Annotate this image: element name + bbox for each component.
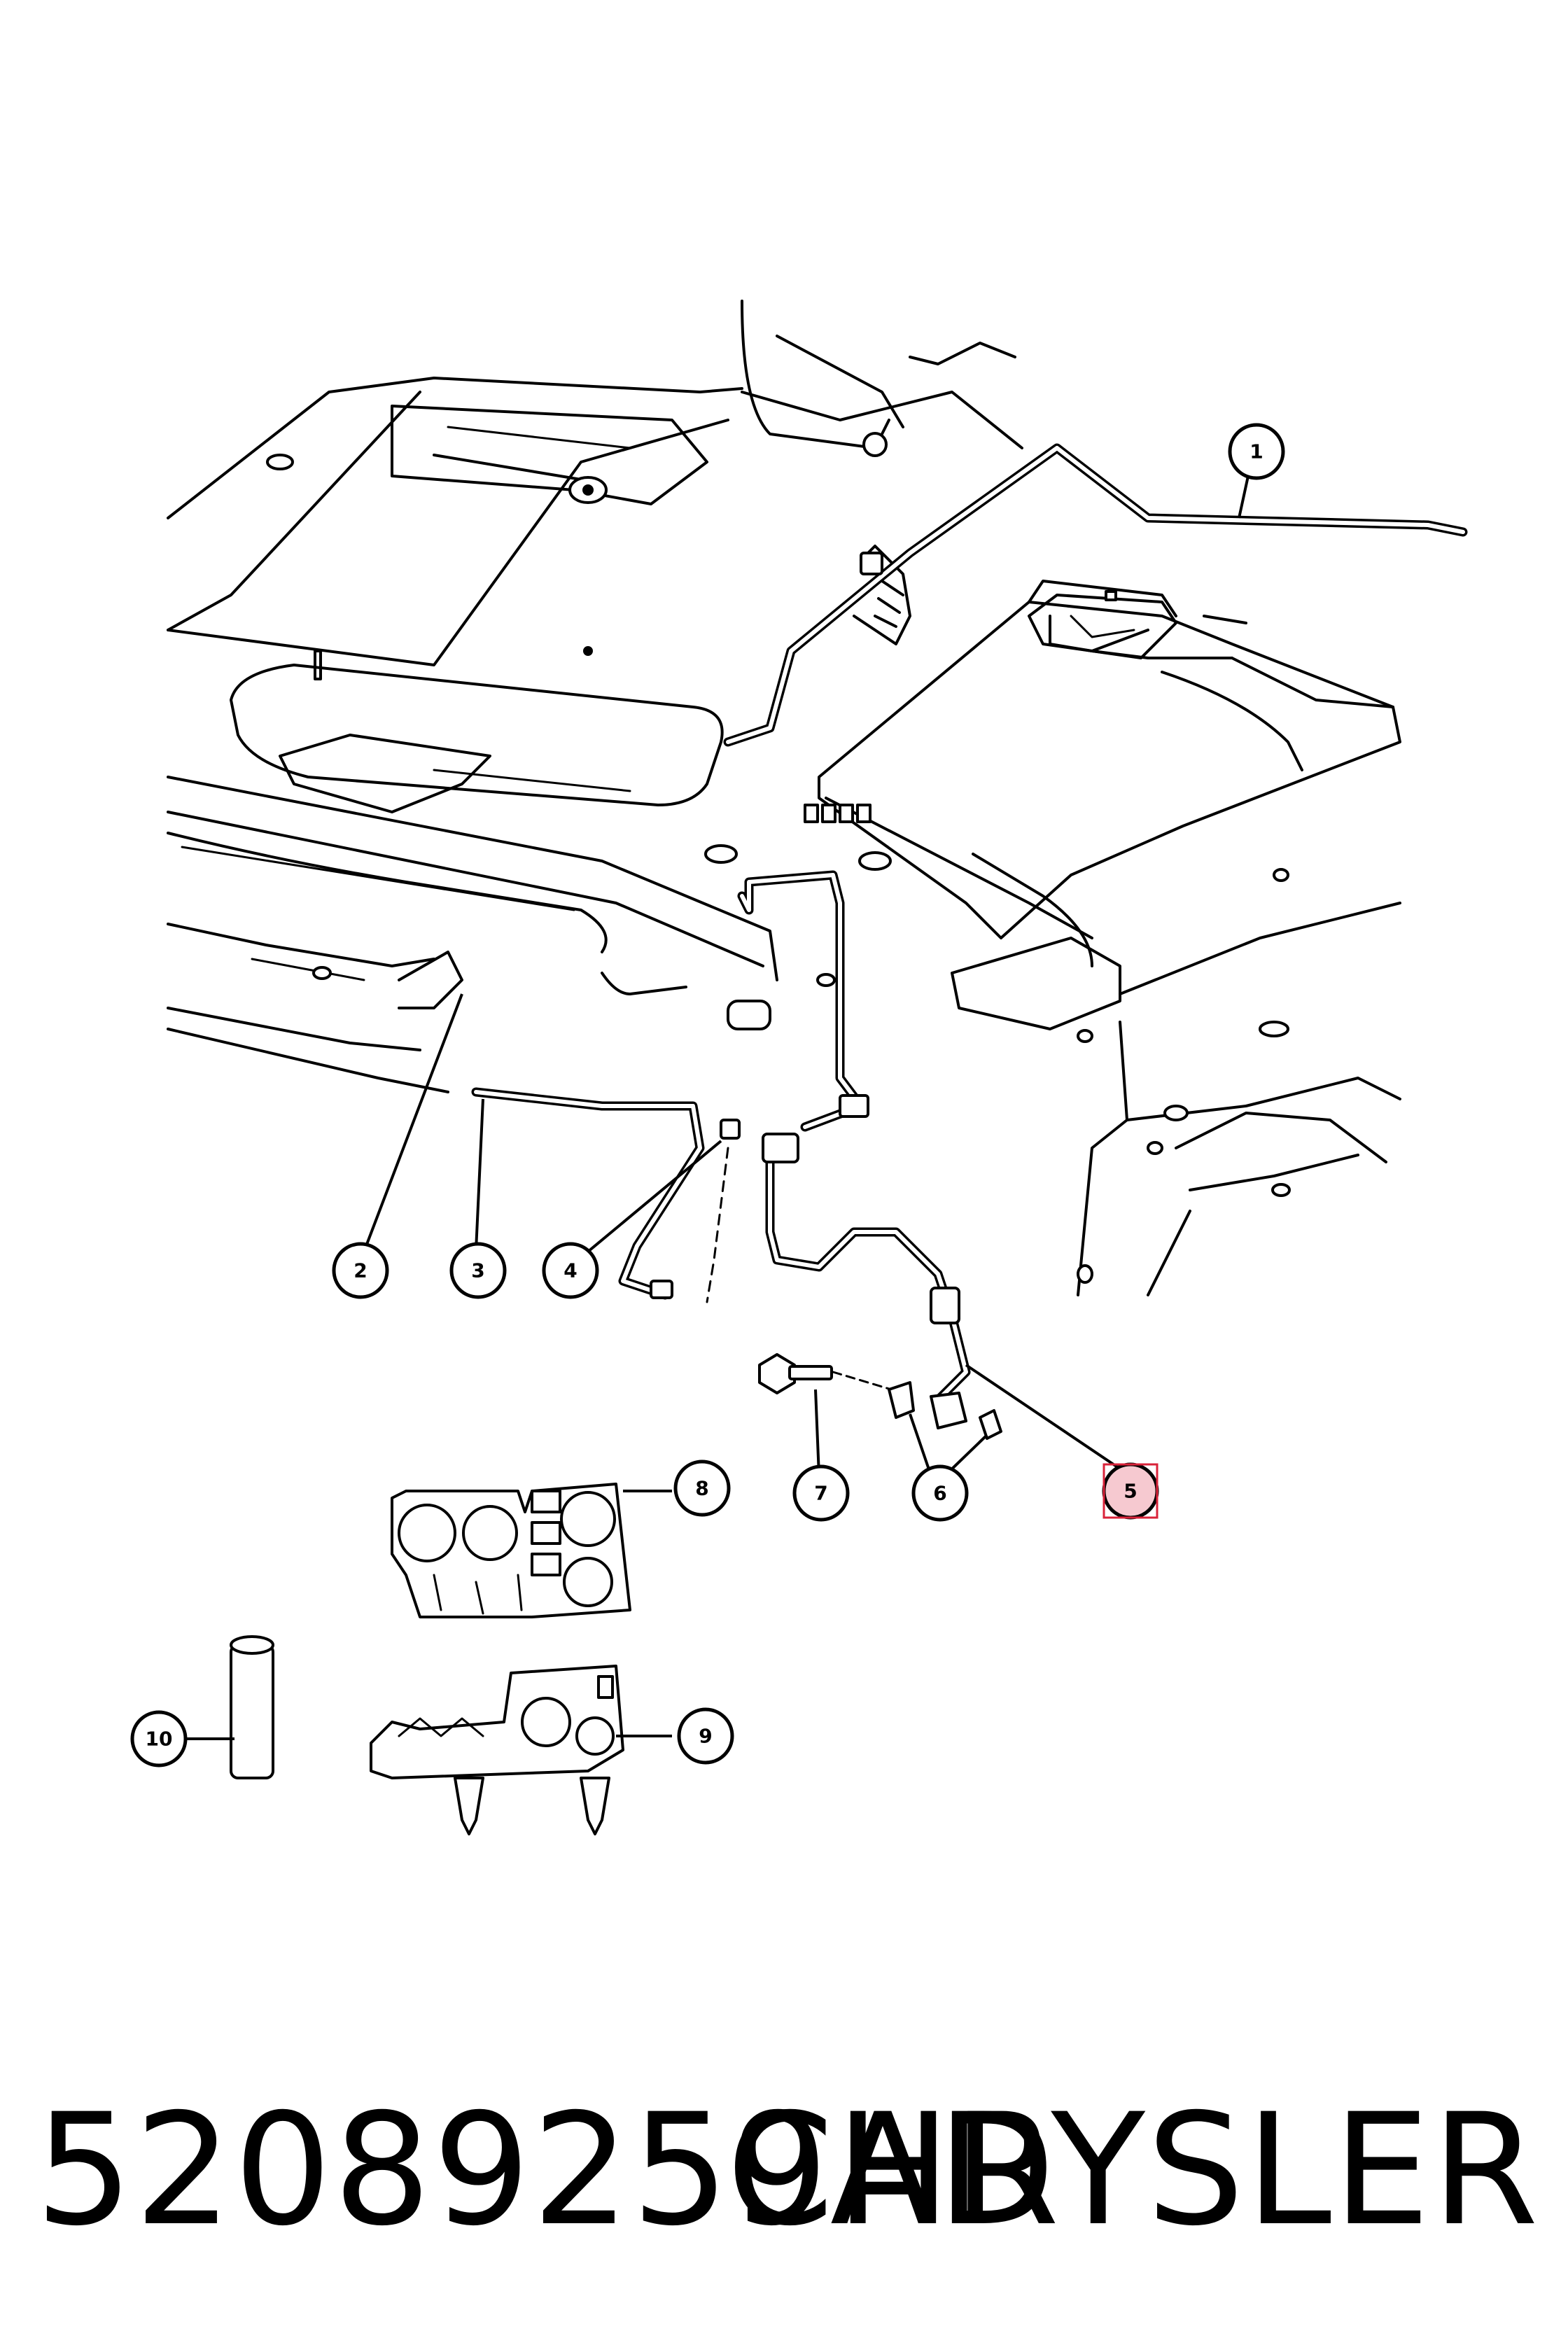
callout-9: 9 [677,1707,734,1765]
svg-text:10: 10 [146,1728,173,1751]
callout-1: 1 [1228,423,1285,480]
callout-8: 8 [673,1460,731,1517]
hose-clip-icon [888,1381,1002,1440]
callout-7: 7 [792,1464,850,1522]
callout-2: 2 [332,1242,389,1299]
svg-text:9: 9 [699,1725,712,1748]
brand-name: CHRYSLER [726,2080,1540,2260]
svg-text:2: 2 [354,1259,367,1282]
brake-line-bracket-lower [370,1665,624,1835]
part-number: 52089259AD [35,2080,1057,2260]
loose-parts [230,1353,1002,1835]
brake-line-bracket-upper [391,1483,631,1618]
vehicle-underbody [167,300,1401,1296]
callout-3: 3 [449,1242,507,1299]
svg-text:6: 6 [933,1482,946,1505]
callout-4: 4 [542,1242,599,1299]
svg-text:8: 8 [695,1477,708,1500]
svg-text:4: 4 [564,1259,577,1282]
leader-lines [183,453,1254,1740]
svg-text:1: 1 [1250,440,1263,463]
callout-10: 10 [130,1710,188,1768]
svg-text:5: 5 [1124,1480,1137,1503]
svg-text:7: 7 [814,1482,827,1505]
callout-6: 6 [911,1464,969,1522]
callout-5[interactable]: 5 [1102,1462,1159,1520]
svg-text:3: 3 [471,1259,484,1282]
bolt-icon [758,1353,904,1394]
brake-lines [471,443,1468,1405]
footer: 52089259AD CHRYSLER [0,2086,1568,2254]
sleeve-icon [230,1635,274,1779]
